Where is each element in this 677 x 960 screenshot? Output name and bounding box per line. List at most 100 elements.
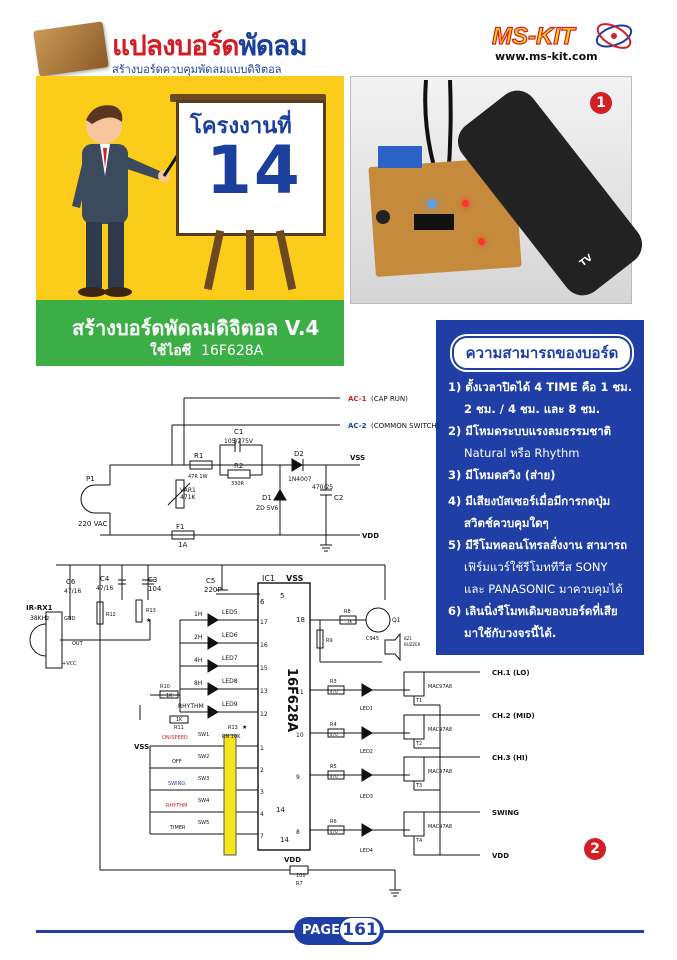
- out-triac: MAC97A8: [428, 769, 452, 775]
- out-triac: MAC97A8: [428, 824, 452, 830]
- feature-heading: ความสามารถของบอร์ด: [452, 336, 632, 370]
- label-c2: C2: [334, 494, 343, 502]
- label-c4: C4: [100, 575, 110, 583]
- ic-chip: [414, 214, 454, 230]
- out-r: R6: [330, 819, 337, 825]
- label-r7-val: 100: [296, 873, 306, 879]
- feature-num: 4): [448, 494, 462, 508]
- led-row-label: 2H: [194, 634, 202, 641]
- led-row-pin: 12: [260, 711, 268, 718]
- label-f1-val: 1A: [178, 541, 187, 549]
- label-d2: D2: [294, 450, 304, 458]
- feature-item: 3) มีโหมดสวิง (ส่าย): [448, 464, 638, 486]
- ic-pin: 18: [296, 616, 305, 624]
- out-t: T4: [415, 838, 422, 844]
- label-r1-val: 47R 1W: [188, 474, 208, 480]
- out-pin: 11: [296, 689, 304, 696]
- out-rv: 470: [330, 829, 338, 834]
- out-triac: MAC97A8: [428, 727, 452, 733]
- presentation-board: [176, 100, 326, 236]
- sw-label: SWING: [168, 781, 185, 787]
- label-d1-val: ZD 5V6: [256, 505, 279, 512]
- irrx-pin-vcc: +VCC: [62, 661, 77, 667]
- sw-id: SW2: [198, 754, 209, 760]
- feature-line: มีโหมดระบบแรงลมธรรมชาติ: [465, 424, 612, 438]
- feature-line: มีเสียงบัสเซอร์เมื่อมีการกดปุ่ม: [465, 494, 611, 508]
- sw-label: TIMER: [169, 825, 186, 831]
- sw-id: SW5: [198, 820, 209, 826]
- page-number: 161: [340, 918, 380, 942]
- out-r: R4: [330, 722, 337, 728]
- out-t: T3: [415, 783, 422, 789]
- out-rv: 470: [330, 689, 338, 694]
- label-ic-vss: VSS: [286, 574, 304, 583]
- led-row-led: LED8: [222, 678, 238, 685]
- label-c6: C6: [66, 578, 76, 586]
- label-vss: VSS: [350, 454, 365, 462]
- label-c4-val: 47/16: [96, 585, 113, 592]
- label-ac1-note: (CAP RUN): [371, 395, 408, 403]
- label-ac2-note: (COMMON SWITCH): [371, 422, 440, 430]
- banner-subtitle: ใช้ไอซี 16F628A: [150, 340, 263, 362]
- led-row-pin: 13: [260, 688, 268, 695]
- label-vdd: VDD: [362, 532, 379, 540]
- out-r: R3: [330, 679, 337, 685]
- label-r2: R2: [234, 462, 243, 470]
- presenter-illustration: [72, 105, 194, 297]
- sw-id: SW4: [198, 798, 209, 804]
- feature-item: 2) มีโหมดระบบแรงลมธรรมชาติ Natural หรือ …: [448, 420, 638, 464]
- feature-line: ตั้งเวลาปิดได้ 4 TIME คือ 1 ชม.: [465, 380, 633, 394]
- label-f1: F1: [176, 523, 184, 531]
- label-c5-val: 220P: [204, 586, 222, 594]
- label-d1: D1: [262, 494, 272, 502]
- star-mark: ★: [242, 724, 247, 731]
- label-r12: R12: [106, 612, 116, 618]
- led-row-led: LED9: [222, 701, 238, 708]
- label-p1-val: 220 VAC: [78, 520, 108, 528]
- label-r9: R9: [326, 638, 333, 644]
- label-ic-vdd: VDD: [284, 856, 301, 864]
- label-r8-val: 1K: [347, 619, 353, 624]
- out-rv: 470: [330, 774, 338, 779]
- label-q1: Q1: [392, 617, 401, 624]
- feature-num: 1): [448, 380, 462, 394]
- label-irrx-val: 38KHz: [30, 615, 49, 622]
- feature-line: มาใช้กับวงจรนี้ได้.: [464, 626, 557, 640]
- out-pin: 8: [296, 829, 300, 836]
- ic-part-number: 16F628A: [284, 668, 299, 732]
- banner-sub-ic: 16F628A: [201, 343, 264, 359]
- label-c1: C1: [234, 428, 243, 436]
- feature-item: 6) เลินนิ่งรีโมทเดิมของบอร์ดที่เสีย มาใช…: [448, 600, 638, 644]
- out-rv: 470: [330, 732, 338, 737]
- irrx-pin-out: OUT: [72, 641, 84, 647]
- feature-num: 3): [448, 468, 462, 482]
- label-q1-val: C945: [366, 636, 379, 642]
- schematic-badge: 2: [584, 838, 606, 860]
- led-row-led: LED7: [222, 655, 238, 662]
- feature-line: สวิตช์ควบคุมใดๆ: [464, 516, 549, 530]
- feature-line: 2 ชม. / 4 ชม. และ 8 ชม.: [464, 402, 601, 416]
- board-top-bar: [170, 94, 326, 102]
- sw-pin: 1: [260, 745, 264, 752]
- out-pin: 9: [296, 774, 300, 781]
- label-r10-val: 1K: [166, 693, 173, 699]
- board-label: โครงงานที่: [190, 114, 292, 139]
- feature-line: เลินนิ่งรีโมทเดิมของบอร์ดที่เสีย: [465, 604, 618, 618]
- label-r10: R10: [160, 684, 170, 690]
- label-r7: R7: [296, 881, 303, 887]
- out-led: LED2: [360, 749, 373, 755]
- label-irrx: IR-RX1: [26, 604, 53, 612]
- star-mark: ★: [146, 617, 151, 624]
- label-bz-val: BUZZER: [404, 642, 421, 647]
- label-out-vdd: VDD: [492, 852, 509, 860]
- feature-item: 5) มีรีโมทคอนโทรลสั่งงาน สามารถ เฟิร์มแว…: [448, 534, 638, 600]
- led-row-led: LED6: [222, 632, 238, 639]
- feature-line: และ PANASONIC มาควบคุมได้: [464, 582, 623, 596]
- circuit-schematic: AC-1 (CAP RUN) AC-2 (COMMON SWITCH) C1 1…: [26, 395, 535, 897]
- label-r8: R8: [344, 609, 351, 615]
- led-red: [462, 200, 469, 207]
- sw-pin: 2: [260, 767, 264, 774]
- relay-block: [378, 146, 422, 168]
- label-bz: BZ1: [404, 636, 412, 641]
- label-c1-val: 105/275V: [224, 438, 254, 445]
